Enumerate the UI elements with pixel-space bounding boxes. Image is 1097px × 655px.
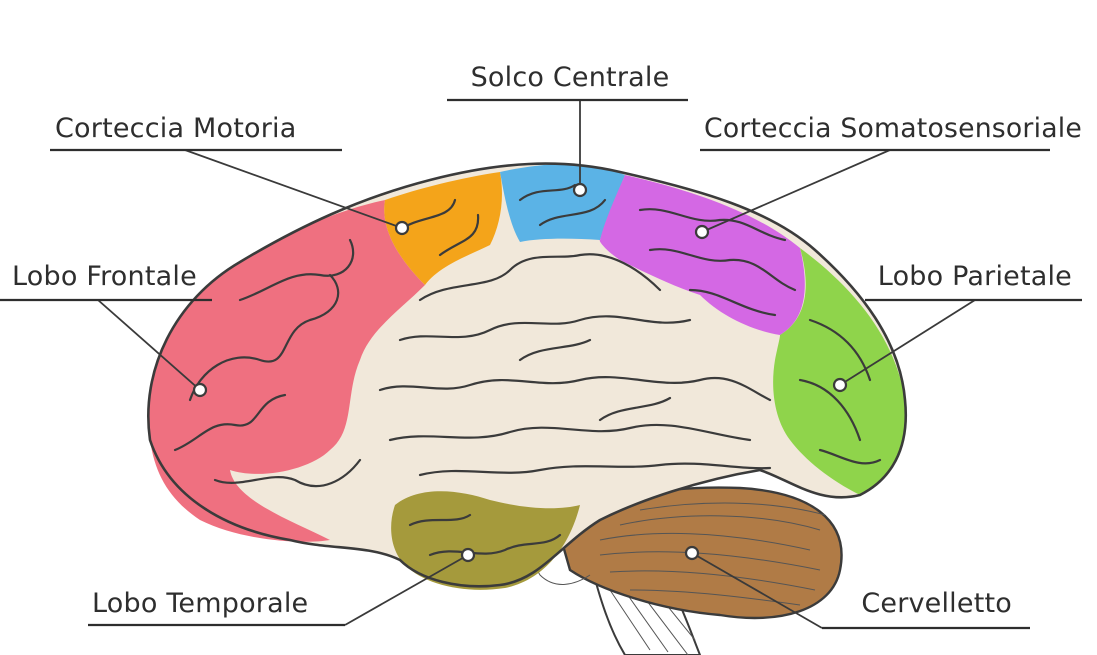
- label-cerebellum: Cervelletto: [822, 588, 1030, 628]
- label-central-sulcus-text: Solco Centrale: [471, 62, 670, 93]
- pin-central-sulcus: [574, 184, 586, 196]
- pin-somatosensory: [696, 226, 708, 238]
- label-somatosensory-text: Corteccia Somatosensoriale: [704, 113, 1082, 144]
- leader-motor-cortex: [185, 150, 402, 228]
- label-temporal: Lobo Temporale: [88, 588, 345, 625]
- label-temporal-text: Lobo Temporale: [92, 588, 308, 619]
- pin-parietal: [834, 379, 846, 391]
- label-parietal: Lobo Parietale: [865, 261, 1082, 300]
- pin-temporal: [462, 549, 474, 561]
- pin-cerebellum: [686, 547, 698, 559]
- label-frontal: Lobo Frontale: [0, 261, 212, 300]
- pin-motor-cortex: [396, 222, 408, 234]
- pin-frontal: [194, 384, 206, 396]
- label-cerebellum-text: Cervelletto: [861, 588, 1012, 619]
- label-frontal-text: Lobo Frontale: [12, 261, 197, 292]
- label-motor-cortex-text: Corteccia Motoria: [55, 113, 296, 144]
- label-somatosensory: Corteccia Somatosensoriale: [700, 113, 1082, 150]
- label-motor-cortex: Corteccia Motoria: [50, 113, 342, 150]
- leader-somatosensory: [702, 150, 890, 232]
- label-central-sulcus: Solco Centrale: [447, 62, 688, 100]
- label-parietal-text: Lobo Parietale: [878, 261, 1072, 292]
